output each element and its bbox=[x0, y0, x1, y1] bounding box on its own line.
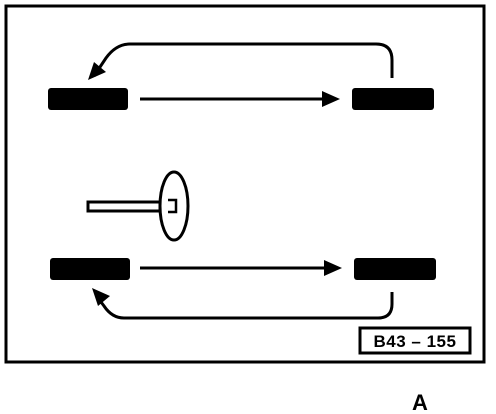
top-return-arrowhead bbox=[88, 62, 106, 80]
top-return-arrow bbox=[92, 42, 394, 78]
rear-swap-arrowhead bbox=[324, 260, 342, 276]
reference-code: B43 – 155 bbox=[374, 332, 457, 351]
bottom-return-arrowhead bbox=[92, 288, 110, 306]
bottom-return-arrow bbox=[96, 292, 394, 320]
front-left-tire bbox=[48, 88, 128, 110]
front-right-tire bbox=[352, 88, 434, 110]
corner-label: A bbox=[412, 390, 428, 414]
diagram-frame bbox=[4, 4, 486, 364]
rear-left-tire bbox=[50, 258, 130, 280]
reference-code-box bbox=[358, 326, 472, 355]
front-swap-arrowhead bbox=[322, 91, 340, 107]
steering-wheel-icon bbox=[158, 170, 190, 242]
steering-column bbox=[86, 200, 162, 213]
rear-right-tire bbox=[354, 258, 436, 280]
